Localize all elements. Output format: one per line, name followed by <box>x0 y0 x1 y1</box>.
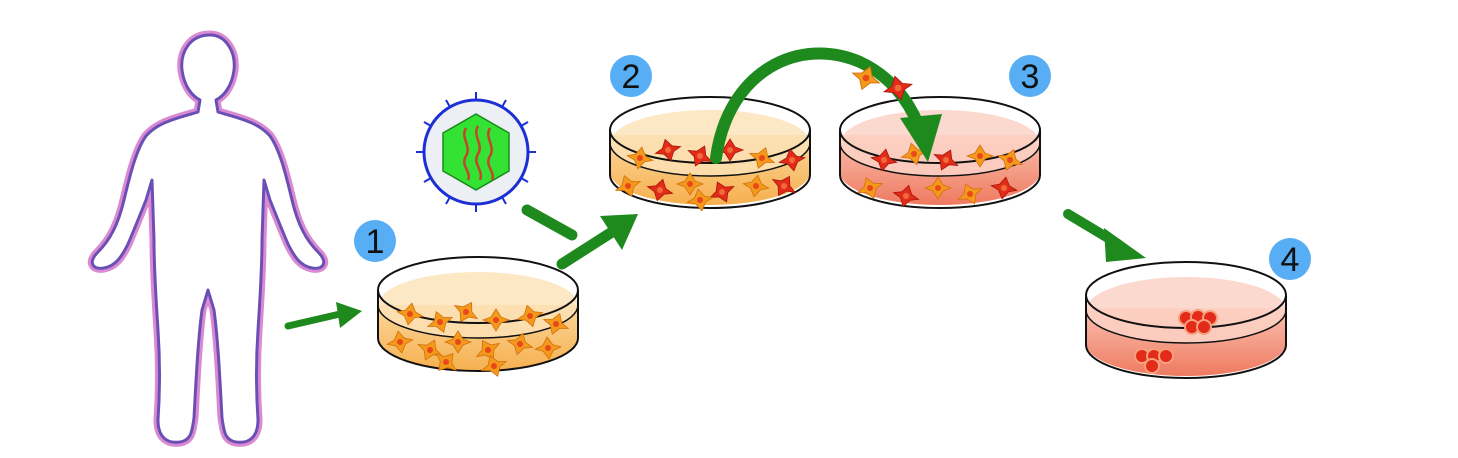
arrow-virus-to-dish2 <box>521 204 638 270</box>
somatic-cell <box>996 148 1024 172</box>
petri-dish-2 <box>609 96 811 212</box>
reprogrammed-cell <box>882 75 914 101</box>
somatic-cell <box>965 144 995 168</box>
human-silhouette-icon <box>87 30 329 447</box>
somatic-cell <box>614 174 642 198</box>
step-badge-3: 3 <box>1009 55 1051 97</box>
virus-icon <box>416 92 536 212</box>
somatic-cell <box>742 174 770 198</box>
somatic-cell <box>923 176 953 200</box>
somatic-cell <box>386 330 414 354</box>
somatic-cell <box>443 330 473 354</box>
step-label-2: 2 <box>622 58 641 96</box>
step-label-1: 1 <box>366 223 385 261</box>
reprogrammed-cell <box>646 178 674 202</box>
petri-dish-3 <box>839 96 1041 209</box>
ips-colony-2 <box>1134 348 1174 374</box>
somatic-cell <box>533 336 563 360</box>
reprogrammed-cell <box>892 184 920 208</box>
reprogrammed-cell <box>709 181 735 203</box>
somatic-cell <box>435 352 457 372</box>
reprogrammed-cell <box>771 175 797 197</box>
somatic-cell <box>506 332 534 356</box>
reprogrammed-cell <box>933 149 959 171</box>
reprogrammed-cell <box>654 138 682 162</box>
somatic-cell <box>480 354 508 378</box>
reprogrammed-cell <box>870 148 898 172</box>
ips-colony-1 <box>1178 309 1218 335</box>
arrow-person-to-dish1 <box>284 302 362 330</box>
somatic-cell <box>675 172 705 196</box>
somatic-cell <box>396 302 424 326</box>
somatic-cell <box>626 146 654 170</box>
step-badge-1: 1 <box>354 220 396 262</box>
step-badge-2: 2 <box>610 55 652 97</box>
somatic-cell <box>957 183 983 205</box>
petri-dish-4 <box>1085 261 1287 379</box>
step-badge-4: 4 <box>1269 238 1311 280</box>
somatic-cell <box>686 188 714 212</box>
step-label-4: 4 <box>1281 241 1300 279</box>
somatic-cell <box>748 146 776 170</box>
somatic-cell <box>481 308 511 332</box>
somatic-cell <box>542 312 570 336</box>
petri-dish-1 <box>377 256 579 378</box>
somatic-cell <box>851 65 881 91</box>
arrow-dish3-to-dish4 <box>1063 209 1146 262</box>
somatic-cell <box>417 339 443 361</box>
reprogrammed-cell <box>778 148 806 172</box>
somatic-cell <box>516 304 544 328</box>
step-label-3: 3 <box>1021 58 1040 96</box>
somatic-cell <box>426 310 454 334</box>
reprogrammed-cell <box>990 176 1018 200</box>
somatic-cell <box>856 176 884 200</box>
transferred-cells <box>851 65 914 101</box>
reprogrammed-cell <box>687 145 713 167</box>
somatic-cell <box>453 301 479 323</box>
